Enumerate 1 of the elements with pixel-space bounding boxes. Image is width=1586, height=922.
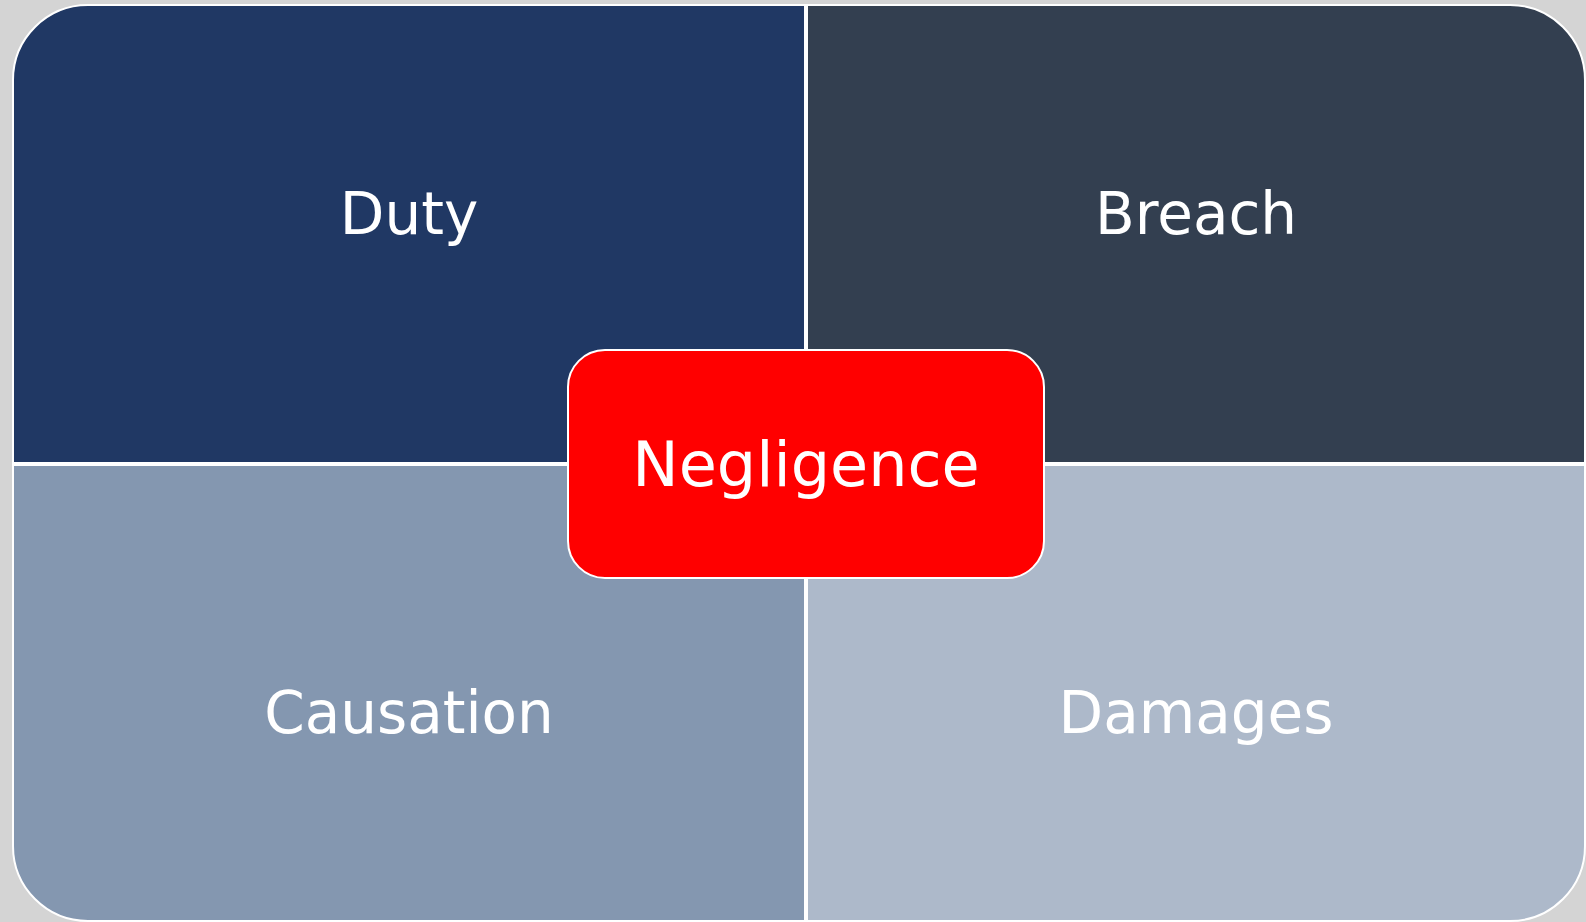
center-box: Negligence bbox=[567, 349, 1045, 579]
